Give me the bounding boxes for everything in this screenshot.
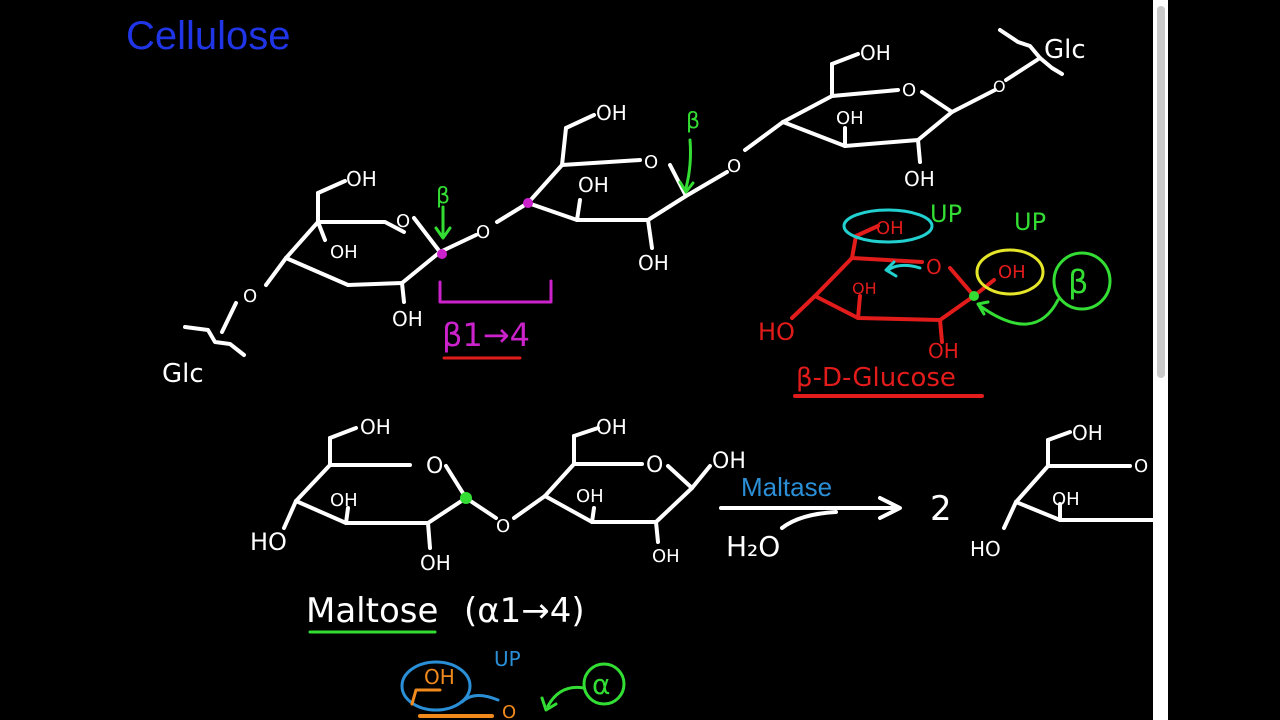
scrollbar-thumb[interactable] bbox=[1157, 6, 1165, 378]
oh-label: OH bbox=[852, 279, 877, 298]
maltose-structure bbox=[282, 426, 1153, 634]
beta-circle-label: β bbox=[1068, 263, 1088, 301]
alpha-bond-marker bbox=[460, 492, 472, 504]
beta-bond-bracket: β1→4 bbox=[437, 198, 553, 360]
ring-o-label: O bbox=[727, 156, 741, 177]
glc-label-right: Glc bbox=[1044, 35, 1086, 65]
up-label: UP bbox=[494, 647, 521, 671]
glc-label-left: Glc bbox=[162, 359, 204, 389]
cellulose-ring-1-labels: OH OH OH O O O Glc bbox=[162, 167, 490, 389]
alpha-glucose-partial: OH UP O α bbox=[400, 647, 626, 720]
beta-marker-label: β bbox=[686, 109, 700, 134]
oh-label: OH bbox=[596, 101, 627, 125]
ring-o-label: O bbox=[902, 80, 916, 101]
beta-d-glucose-labels: OH OH OH OH O HO β-D-Glucose bbox=[758, 218, 1026, 393]
oh-label: OH bbox=[876, 218, 904, 239]
ring-o-label: O bbox=[502, 702, 516, 720]
ring-o-label: O bbox=[396, 211, 410, 232]
oh-label: OH bbox=[904, 167, 935, 191]
cellulose-ring-2 bbox=[495, 113, 729, 250]
oh-label: OH bbox=[998, 262, 1026, 283]
ho-label: HO bbox=[758, 318, 795, 346]
oh-label: OH bbox=[420, 551, 451, 575]
ring-o-label: O bbox=[993, 77, 1006, 96]
ring-o-label: O bbox=[496, 516, 510, 537]
beta-markers: β β bbox=[434, 109, 700, 240]
oh-label: OH bbox=[360, 415, 391, 439]
oh-label: OH bbox=[652, 546, 680, 567]
oh-label: OH bbox=[1072, 421, 1103, 445]
ring-o-label: O bbox=[426, 454, 443, 479]
maltose-bond-label: (α1→4) bbox=[464, 591, 585, 631]
oh-label: OH bbox=[596, 415, 627, 439]
ring-o-label: O bbox=[926, 255, 942, 279]
whiteboard-canvas: Cellulose OH OH OH O O O Glc bbox=[126, 14, 1153, 720]
beta-d-glucose-label: β-D-Glucose bbox=[796, 363, 956, 393]
ring-o-label: O bbox=[476, 222, 490, 243]
ho-label: HO bbox=[970, 537, 1001, 561]
cellulose-ring-3 bbox=[743, 28, 1064, 164]
alpha-circle-label: α bbox=[592, 668, 610, 701]
oh-label: OH bbox=[424, 665, 455, 689]
cellulose-ring-3-labels: OH OH OH O O Glc bbox=[836, 35, 1086, 191]
oh-label: OH bbox=[638, 251, 669, 275]
beta-d-glucose-structure bbox=[790, 224, 996, 398]
maltose-labels: OH OH OH O O HO OH OH OH O OH H₂O 2 OH O… bbox=[250, 415, 1148, 631]
up-label: UP bbox=[930, 200, 962, 228]
beta-1-4-label: β1→4 bbox=[442, 316, 530, 354]
oh-label: OH bbox=[928, 339, 959, 363]
oh-label: OH bbox=[576, 486, 604, 507]
oh-label: OH bbox=[712, 449, 746, 474]
ring-o-label: O bbox=[644, 152, 658, 173]
right-margin bbox=[1153, 0, 1280, 720]
drawing-layer: OH OH OH O O O Glc OH OH OH O O bbox=[162, 28, 1153, 720]
ring-o-label: O bbox=[243, 286, 257, 307]
beta-d-glucose-highlights: β UP UP bbox=[842, 200, 1112, 326]
oh-label: OH bbox=[330, 490, 358, 511]
water-label: H₂O bbox=[726, 530, 780, 563]
up-label: UP bbox=[1014, 208, 1046, 236]
ring-o-label: O bbox=[646, 453, 663, 478]
ring-o-label: O bbox=[1134, 456, 1148, 477]
oh-label: OH bbox=[578, 173, 609, 197]
oh-label: OH bbox=[346, 167, 377, 191]
oh-label: OH bbox=[836, 108, 864, 129]
oh-label: OH bbox=[860, 41, 891, 65]
oh-label: OH bbox=[392, 307, 423, 331]
maltose-label: Maltose bbox=[306, 591, 438, 631]
cellulose-ring-2-labels: OH OH OH O O bbox=[578, 101, 741, 275]
oh-label: OH bbox=[1052, 489, 1080, 510]
page-title: Cellulose bbox=[126, 14, 291, 58]
cellulose-ring-1 bbox=[183, 179, 478, 357]
count-two-label: 2 bbox=[930, 489, 952, 529]
beta-marker-label: β bbox=[436, 184, 450, 209]
maltase-label: Maltase bbox=[741, 472, 833, 502]
ho-label: HO bbox=[250, 528, 287, 556]
oh-label: OH bbox=[330, 242, 358, 263]
